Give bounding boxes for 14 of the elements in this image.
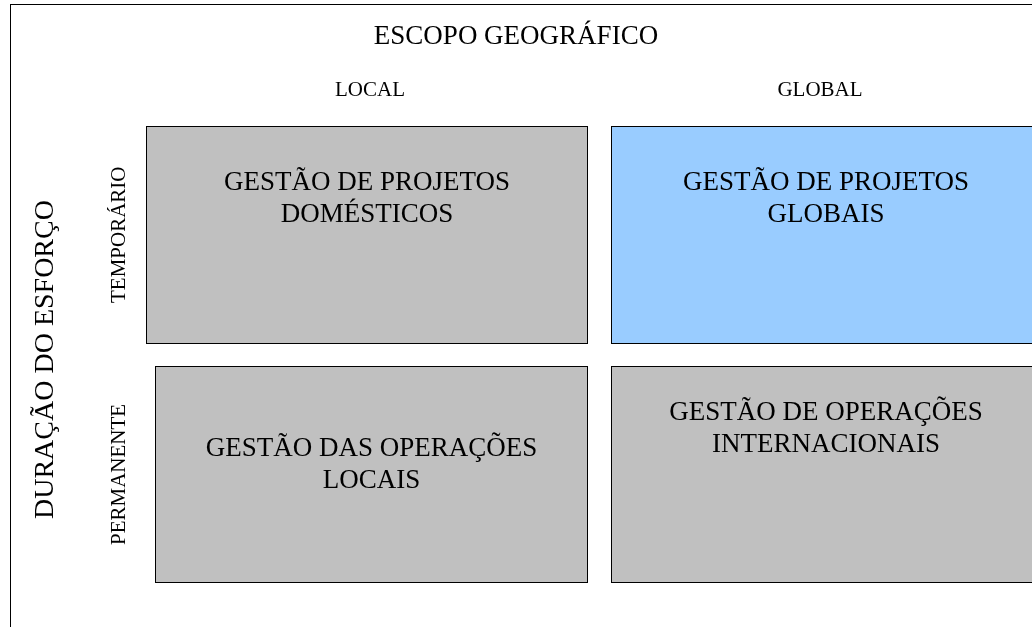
column-header: GLOBAL bbox=[776, 77, 864, 102]
column-header: LOCAL bbox=[334, 77, 406, 102]
quadrant-box bbox=[155, 366, 588, 583]
quadrant-title: GESTÃO DE PROJETOS GLOBAIS bbox=[682, 165, 970, 229]
quadrant-title: GESTÃO DE OPERAÇÕES INTERNACIONAIS bbox=[668, 395, 984, 459]
axis-title: DURAÇÃO DO ESFORÇO bbox=[28, 199, 60, 522]
row-header: TEMPORÁRIO bbox=[106, 165, 131, 306]
quadrant-title: GESTÃO DE PROJETOS DOMÉSTICOS bbox=[223, 165, 511, 229]
quadrant-box bbox=[611, 366, 1032, 583]
row-header: PERMANENTE bbox=[106, 402, 131, 548]
quadrant-title: GESTÃO DAS OPERAÇÕES LOCAIS bbox=[204, 431, 539, 495]
axis-title: ESCOPO GEOGRÁFICO bbox=[372, 20, 660, 51]
quadrant-box bbox=[146, 126, 588, 344]
quadrant-box bbox=[611, 126, 1032, 344]
